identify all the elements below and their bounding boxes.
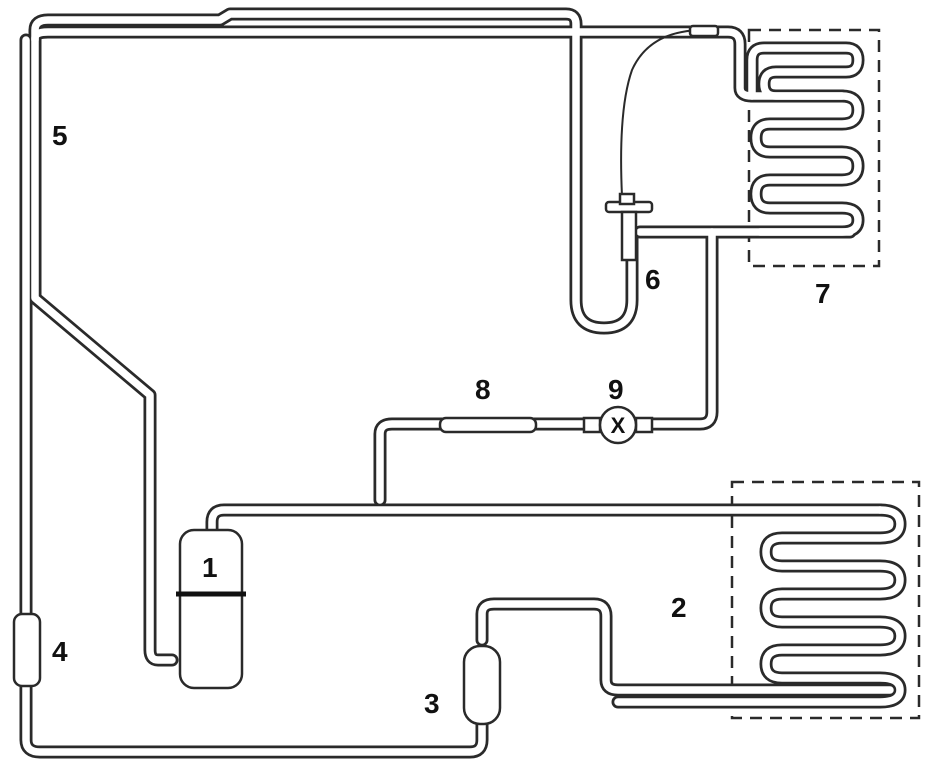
expansion-line <box>633 225 719 431</box>
upper-suction-line <box>28 7 639 335</box>
liquid-line <box>373 417 597 507</box>
valve-x-symbol: X <box>611 413 626 438</box>
compressor <box>176 528 246 690</box>
label-6: 6 <box>645 264 661 295</box>
label-7: 7 <box>815 278 831 309</box>
receiver <box>462 644 502 726</box>
label-2: 2 <box>671 592 687 623</box>
left-return-line <box>28 25 849 667</box>
label-8: 8 <box>475 374 491 405</box>
filter-drier <box>12 612 42 688</box>
label-5: 5 <box>52 120 68 151</box>
thermostat <box>604 192 654 262</box>
evaporator-box <box>747 28 881 268</box>
capillary-tube <box>620 29 705 197</box>
label-4: 4 <box>52 636 68 667</box>
discharge-line <box>19 33 489 759</box>
condenser-box <box>730 480 921 720</box>
label-1: 1 <box>202 552 218 583</box>
label-3: 3 <box>424 688 440 719</box>
expansion-valve: X <box>582 405 654 445</box>
label-9: 9 <box>608 374 624 405</box>
capillary-clamp <box>688 24 720 38</box>
filter <box>438 416 538 434</box>
